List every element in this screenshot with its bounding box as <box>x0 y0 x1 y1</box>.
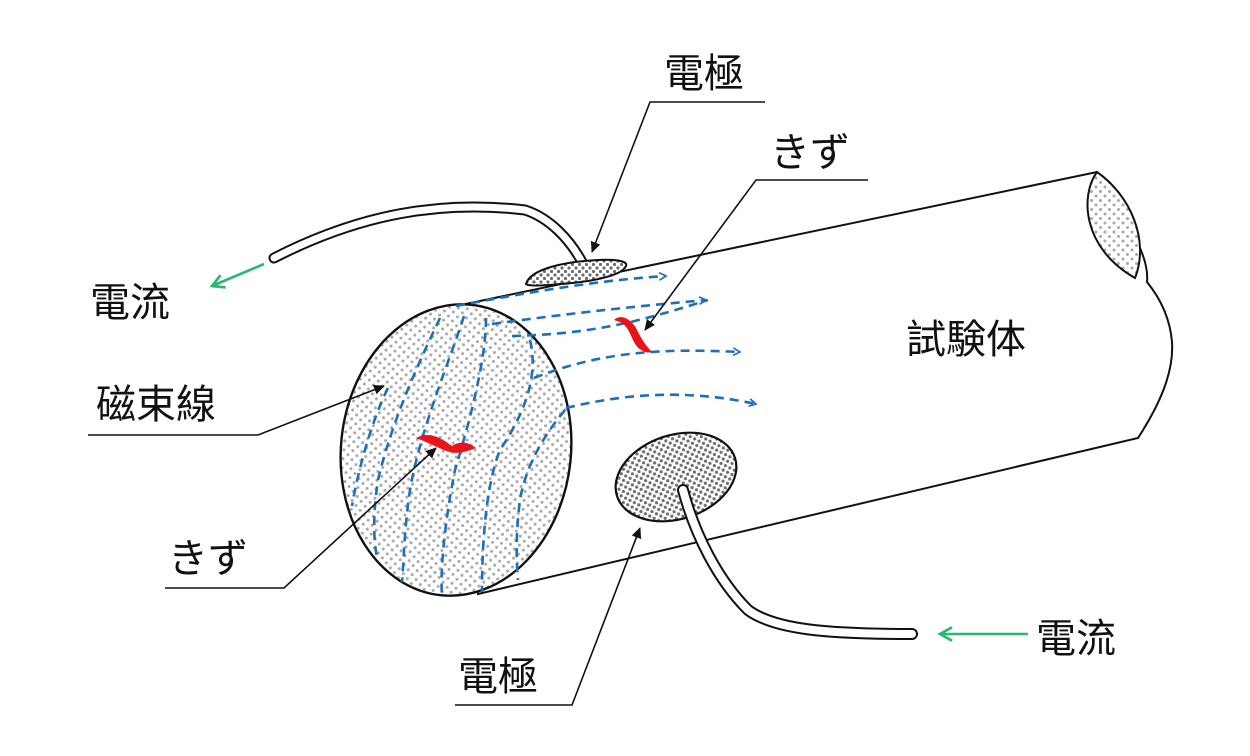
leader-flaw-section <box>165 447 437 589</box>
flaw-surface <box>614 317 652 353</box>
bottom-lead-wire-inner <box>679 486 916 638</box>
top-lead-wire-inner <box>270 203 586 266</box>
flux-line-section <box>480 339 534 593</box>
flux-line-section <box>400 315 466 583</box>
label-current-left: 電流 <box>90 280 170 326</box>
top-electrode-pad <box>524 258 628 287</box>
label-electrode-bottom: 電極 <box>458 654 538 700</box>
flux-line-surface-2 <box>491 300 706 326</box>
flux-lines-surface <box>455 276 756 410</box>
current-arrows <box>212 262 1028 634</box>
flux-line-section <box>440 317 488 597</box>
flux-line-surface-5 <box>565 393 756 410</box>
flaws <box>416 317 652 453</box>
top-electrode <box>268 201 628 287</box>
leader-magnetic-flux <box>88 384 385 436</box>
flux-line-surface-1 <box>455 276 666 308</box>
label-specimen: 試験体 <box>906 317 1026 363</box>
leader-electrode-top <box>590 101 765 253</box>
leader-electrode-bottom <box>455 527 642 706</box>
flaw-section <box>416 435 476 453</box>
leader-flaw-top <box>644 179 868 331</box>
flux-line-surface-4 <box>533 351 740 380</box>
flux-lines-section <box>350 315 566 597</box>
flux-line-section <box>350 387 390 507</box>
leader-lines <box>88 101 868 706</box>
current-arrow-left <box>212 262 265 286</box>
label-electrode-top: 電極 <box>664 51 744 97</box>
specimen-cylinder <box>339 170 1174 597</box>
labels: 電極 きず 電流 試験体 磁束線 きず 電流 電極 <box>90 51 1116 700</box>
label-flaw-section: きず <box>168 536 248 582</box>
label-magnetic-flux: 磁束線 <box>96 382 216 428</box>
bottom-electrode <box>614 431 918 640</box>
flux-line-surface-3 <box>511 298 709 338</box>
label-current-right: 電流 <box>1036 616 1116 662</box>
flux-line-section <box>515 409 566 581</box>
cylinder-far-end <box>1086 170 1142 280</box>
label-flaw-top: きず <box>770 130 850 176</box>
